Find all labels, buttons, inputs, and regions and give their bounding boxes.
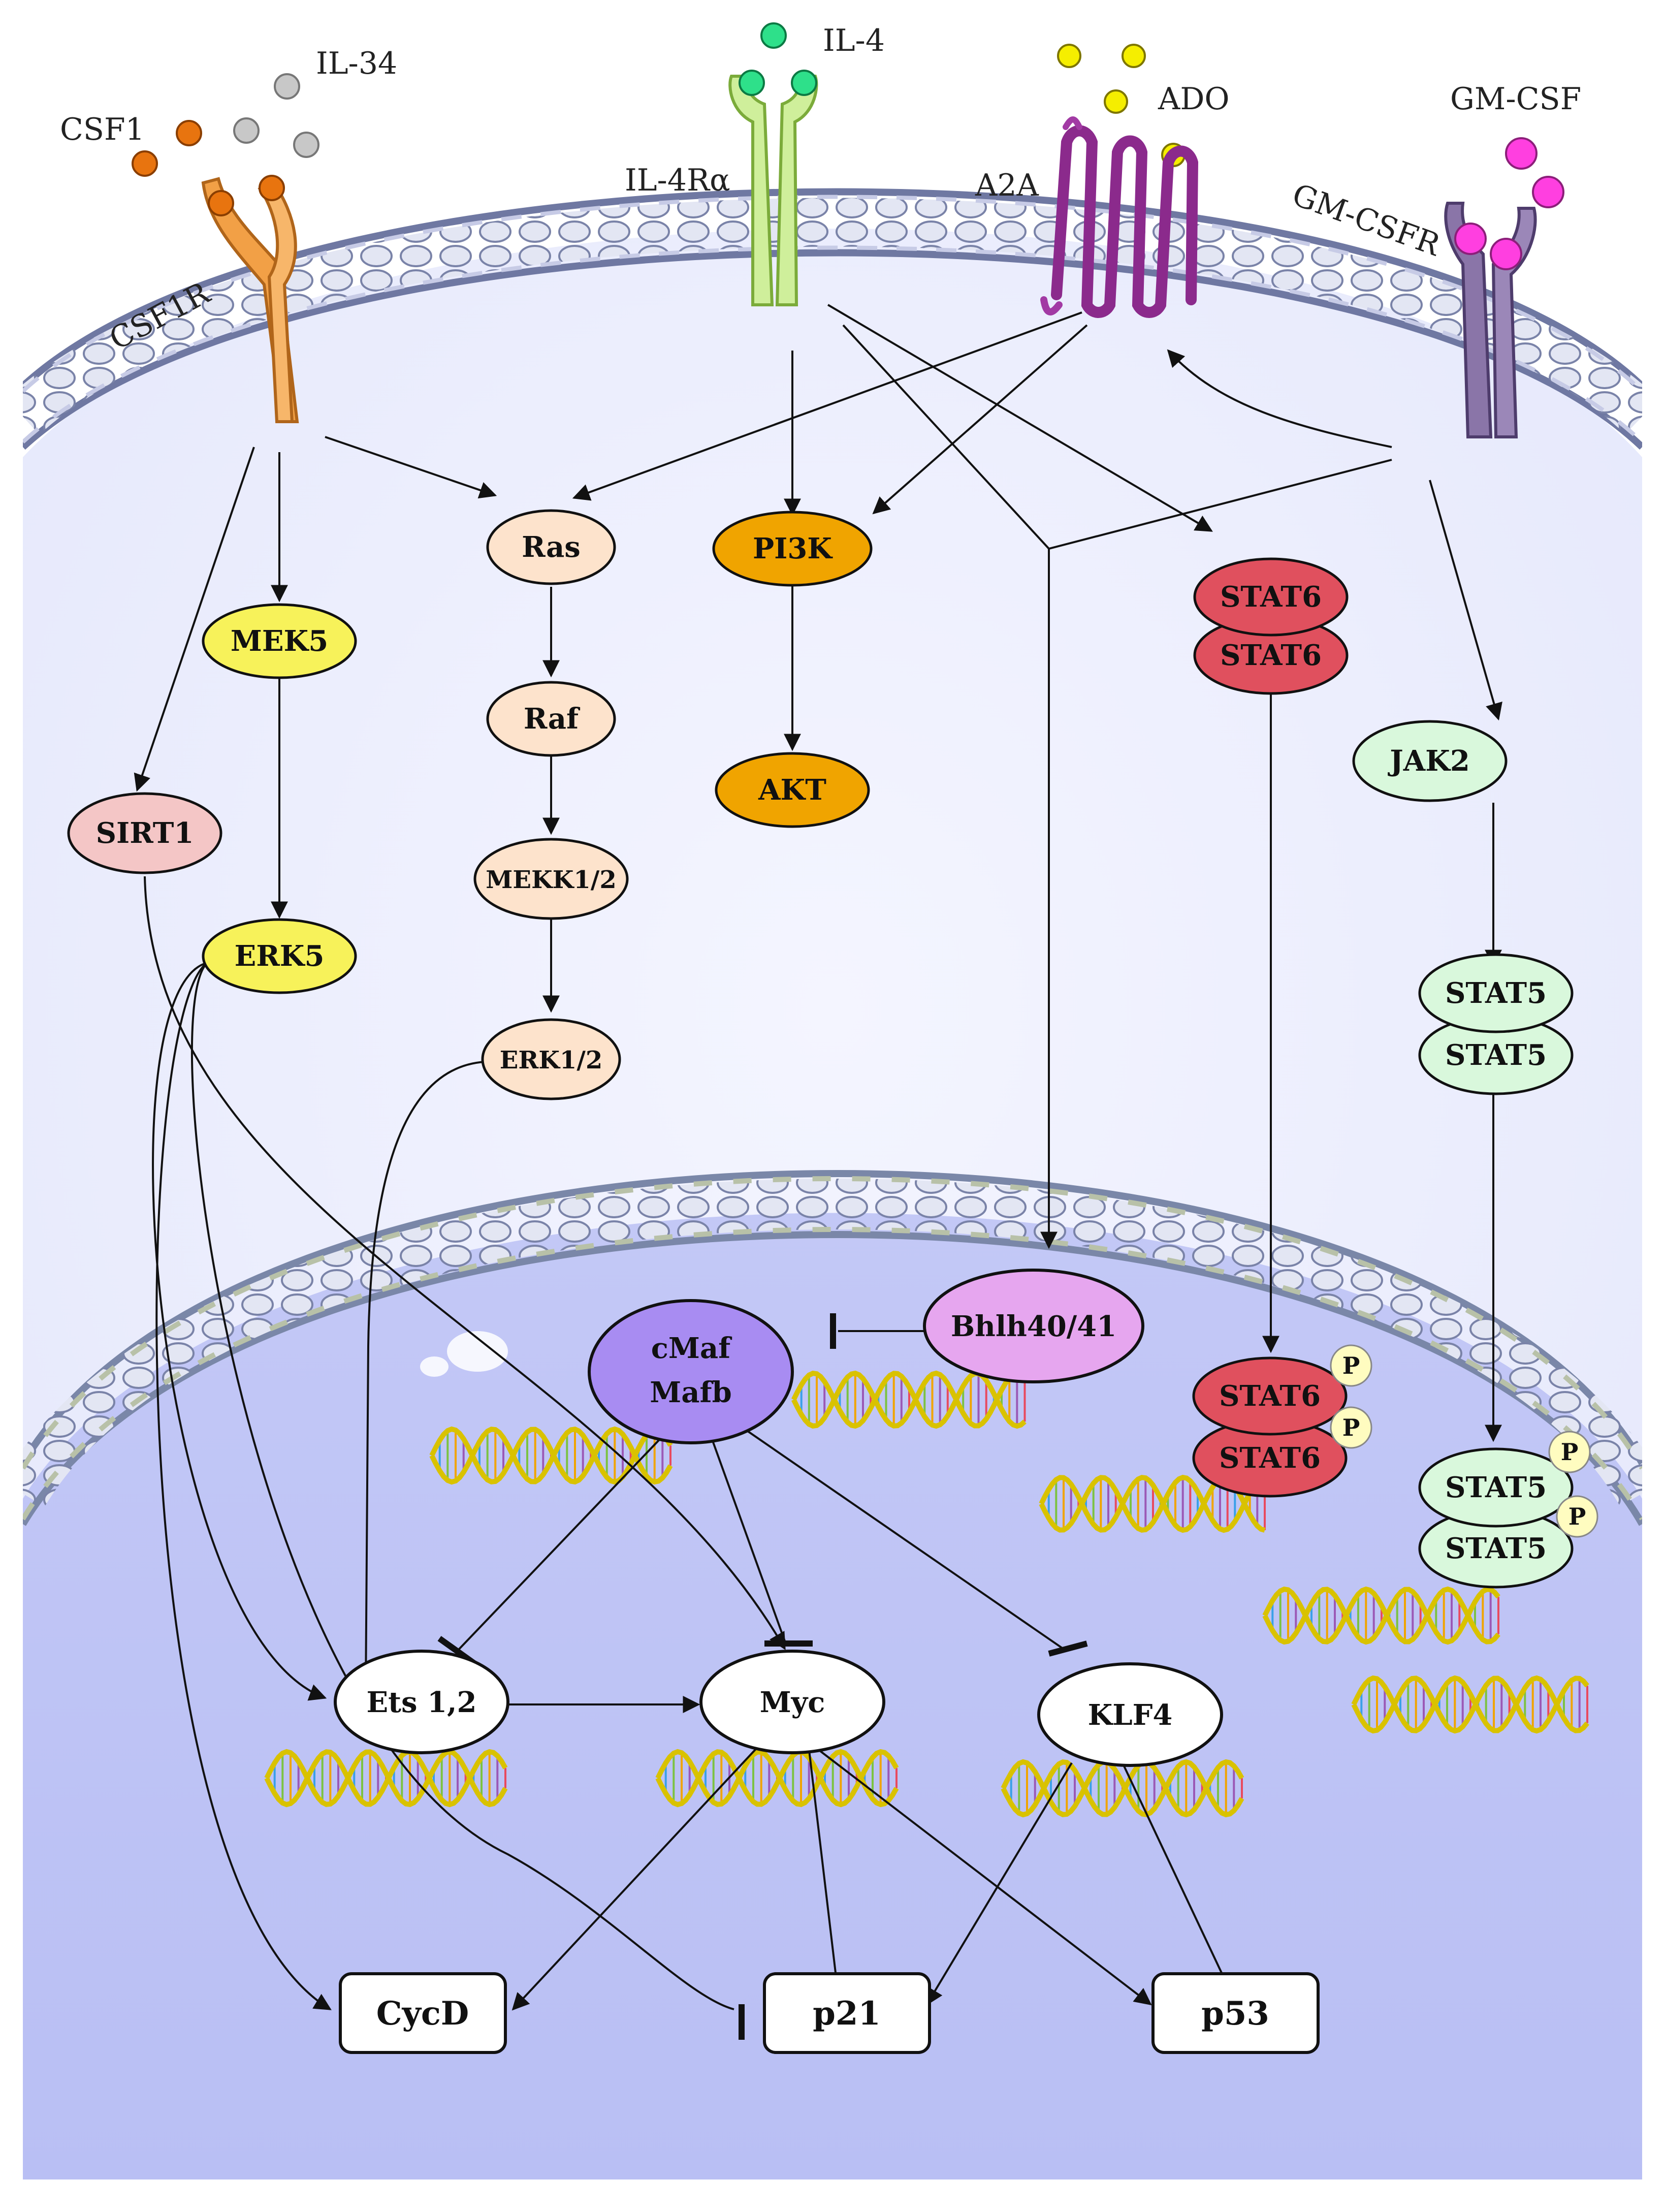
svg-text:Ras: Ras	[522, 530, 581, 564]
ado-ligand	[1104, 89, 1128, 114]
il4ra-receptor	[728, 70, 818, 306]
phospho-badge	[1548, 1431, 1591, 1473]
pathway-edges	[134, 304, 1502, 2040]
dna-helix	[791, 1370, 1027, 1429]
svg-text:Mafb: Mafb	[650, 1376, 732, 1409]
ets-node: Ets 1,2	[334, 1650, 509, 1754]
svg-text:STAT5: STAT5	[1445, 1532, 1547, 1565]
dna-helix	[264, 1749, 508, 1808]
klf4-node: KLF4	[1037, 1662, 1223, 1767]
svg-text:CycD: CycD	[376, 1995, 469, 2033]
stat5-dimer-cytoplasm: STAT5 STAT5	[1418, 953, 1574, 1095]
mek5-node: MEK5	[202, 603, 357, 679]
dna-strands	[264, 1370, 1589, 1818]
a2a-label: A2A	[975, 168, 1039, 203]
sirt1-node: SIRT1	[67, 792, 222, 874]
dna-helix	[429, 1426, 673, 1485]
phospho-badge	[1556, 1495, 1598, 1538]
svg-text:STAT6: STAT6	[1220, 639, 1322, 672]
svg-text:MEK5: MEK5	[231, 624, 328, 658]
csf1-ligand	[176, 120, 202, 146]
svg-text:JAK2: JAK2	[1387, 744, 1470, 778]
il34-ligand	[233, 117, 260, 144]
stat5-dimer-nucleus: STAT5 STAT5 P P	[1418, 1431, 1598, 1589]
mekk-node: MEKK1/2	[473, 838, 629, 920]
csf1r-receptor	[201, 175, 299, 423]
cycd-box: CycD	[339, 1972, 507, 2054]
akt-node: AKT	[715, 752, 870, 828]
svg-text:SIRT1: SIRT1	[96, 816, 194, 850]
svg-text:MEKK1/2: MEKK1/2	[486, 866, 616, 894]
il34-ligand	[293, 132, 319, 158]
svg-text:p21: p21	[813, 1995, 881, 2033]
svg-text:p53: p53	[1201, 1995, 1269, 2033]
svg-text:PI3K: PI3K	[753, 532, 833, 565]
p53-box: p53	[1151, 1972, 1320, 2054]
svg-text:Myc: Myc	[760, 1686, 825, 1719]
svg-text:ERK1/2: ERK1/2	[500, 1046, 603, 1075]
svg-text:STAT6: STAT6	[1219, 1379, 1321, 1413]
il34-ligand	[274, 73, 300, 100]
svg-text:cMaf: cMaf	[651, 1332, 732, 1365]
svg-text:Ets 1,2: Ets 1,2	[367, 1686, 477, 1719]
stat6-dimer-cytoplasm: STAT6 STAT6	[1193, 557, 1349, 695]
stat6-dimer-nucleus: STAT6 STAT6 P P	[1192, 1344, 1372, 1498]
svg-text:KLF4: KLF4	[1088, 1698, 1173, 1732]
gmcsfr-receptor	[1444, 202, 1537, 438]
csf1-label: CSF1	[60, 112, 145, 147]
p21-box: p21	[763, 1972, 931, 2054]
svg-text:Raf: Raf	[524, 702, 581, 736]
svg-text:P: P	[1342, 1414, 1360, 1441]
ado-ligand	[1122, 44, 1146, 68]
bhlh-node: Bhlh40/41	[923, 1269, 1144, 1383]
ras-node: Ras	[486, 509, 616, 585]
pi3k-node: PI3K	[712, 511, 873, 587]
svg-text:Bhlh40/41: Bhlh40/41	[951, 1310, 1116, 1343]
raf-node: Raf	[486, 681, 616, 757]
svg-text:P: P	[1342, 1352, 1360, 1379]
il34-label: IL-34	[316, 46, 397, 81]
svg-text:P: P	[1561, 1438, 1579, 1466]
dna-helix	[1262, 1586, 1500, 1645]
dna-helix	[655, 1749, 899, 1808]
jak2-node: JAK2	[1352, 720, 1508, 802]
il4-ligand	[760, 22, 787, 49]
csf1-ligand	[132, 150, 158, 177]
cmaf-mafb-node: cMaf Mafb	[588, 1299, 794, 1444]
phospho-badge	[1330, 1406, 1372, 1449]
svg-text:AKT: AKT	[758, 773, 826, 807]
il4ra-label: IL-4Rα	[625, 163, 730, 198]
myc-node: Myc	[699, 1650, 885, 1754]
erk5-node: ERK5	[202, 918, 357, 994]
svg-text:STAT6: STAT6	[1219, 1441, 1321, 1475]
svg-text:ERK5: ERK5	[235, 939, 325, 973]
svg-text:P: P	[1568, 1503, 1586, 1530]
a2a-receptor	[1040, 116, 1199, 318]
il4-label: IL-4	[823, 23, 885, 58]
svg-text:STAT6: STAT6	[1220, 580, 1322, 614]
gmcsf-ligand	[1505, 137, 1538, 170]
dna-helix	[1351, 1675, 1589, 1734]
svg-text:STAT5: STAT5	[1445, 1038, 1547, 1072]
ado-label: ADO	[1158, 81, 1230, 117]
cell	[23, 188, 1642, 2179]
phospho-badge	[1330, 1344, 1372, 1387]
dna-helix	[1001, 1759, 1244, 1818]
svg-text:STAT5: STAT5	[1445, 1471, 1547, 1504]
gmcsf-ligand	[1532, 176, 1564, 208]
gmcsf-label: GM-CSF	[1450, 81, 1581, 117]
svg-text:STAT5: STAT5	[1445, 976, 1547, 1010]
ado-ligand	[1057, 44, 1081, 68]
erk12-node: ERK1/2	[481, 1018, 621, 1100]
